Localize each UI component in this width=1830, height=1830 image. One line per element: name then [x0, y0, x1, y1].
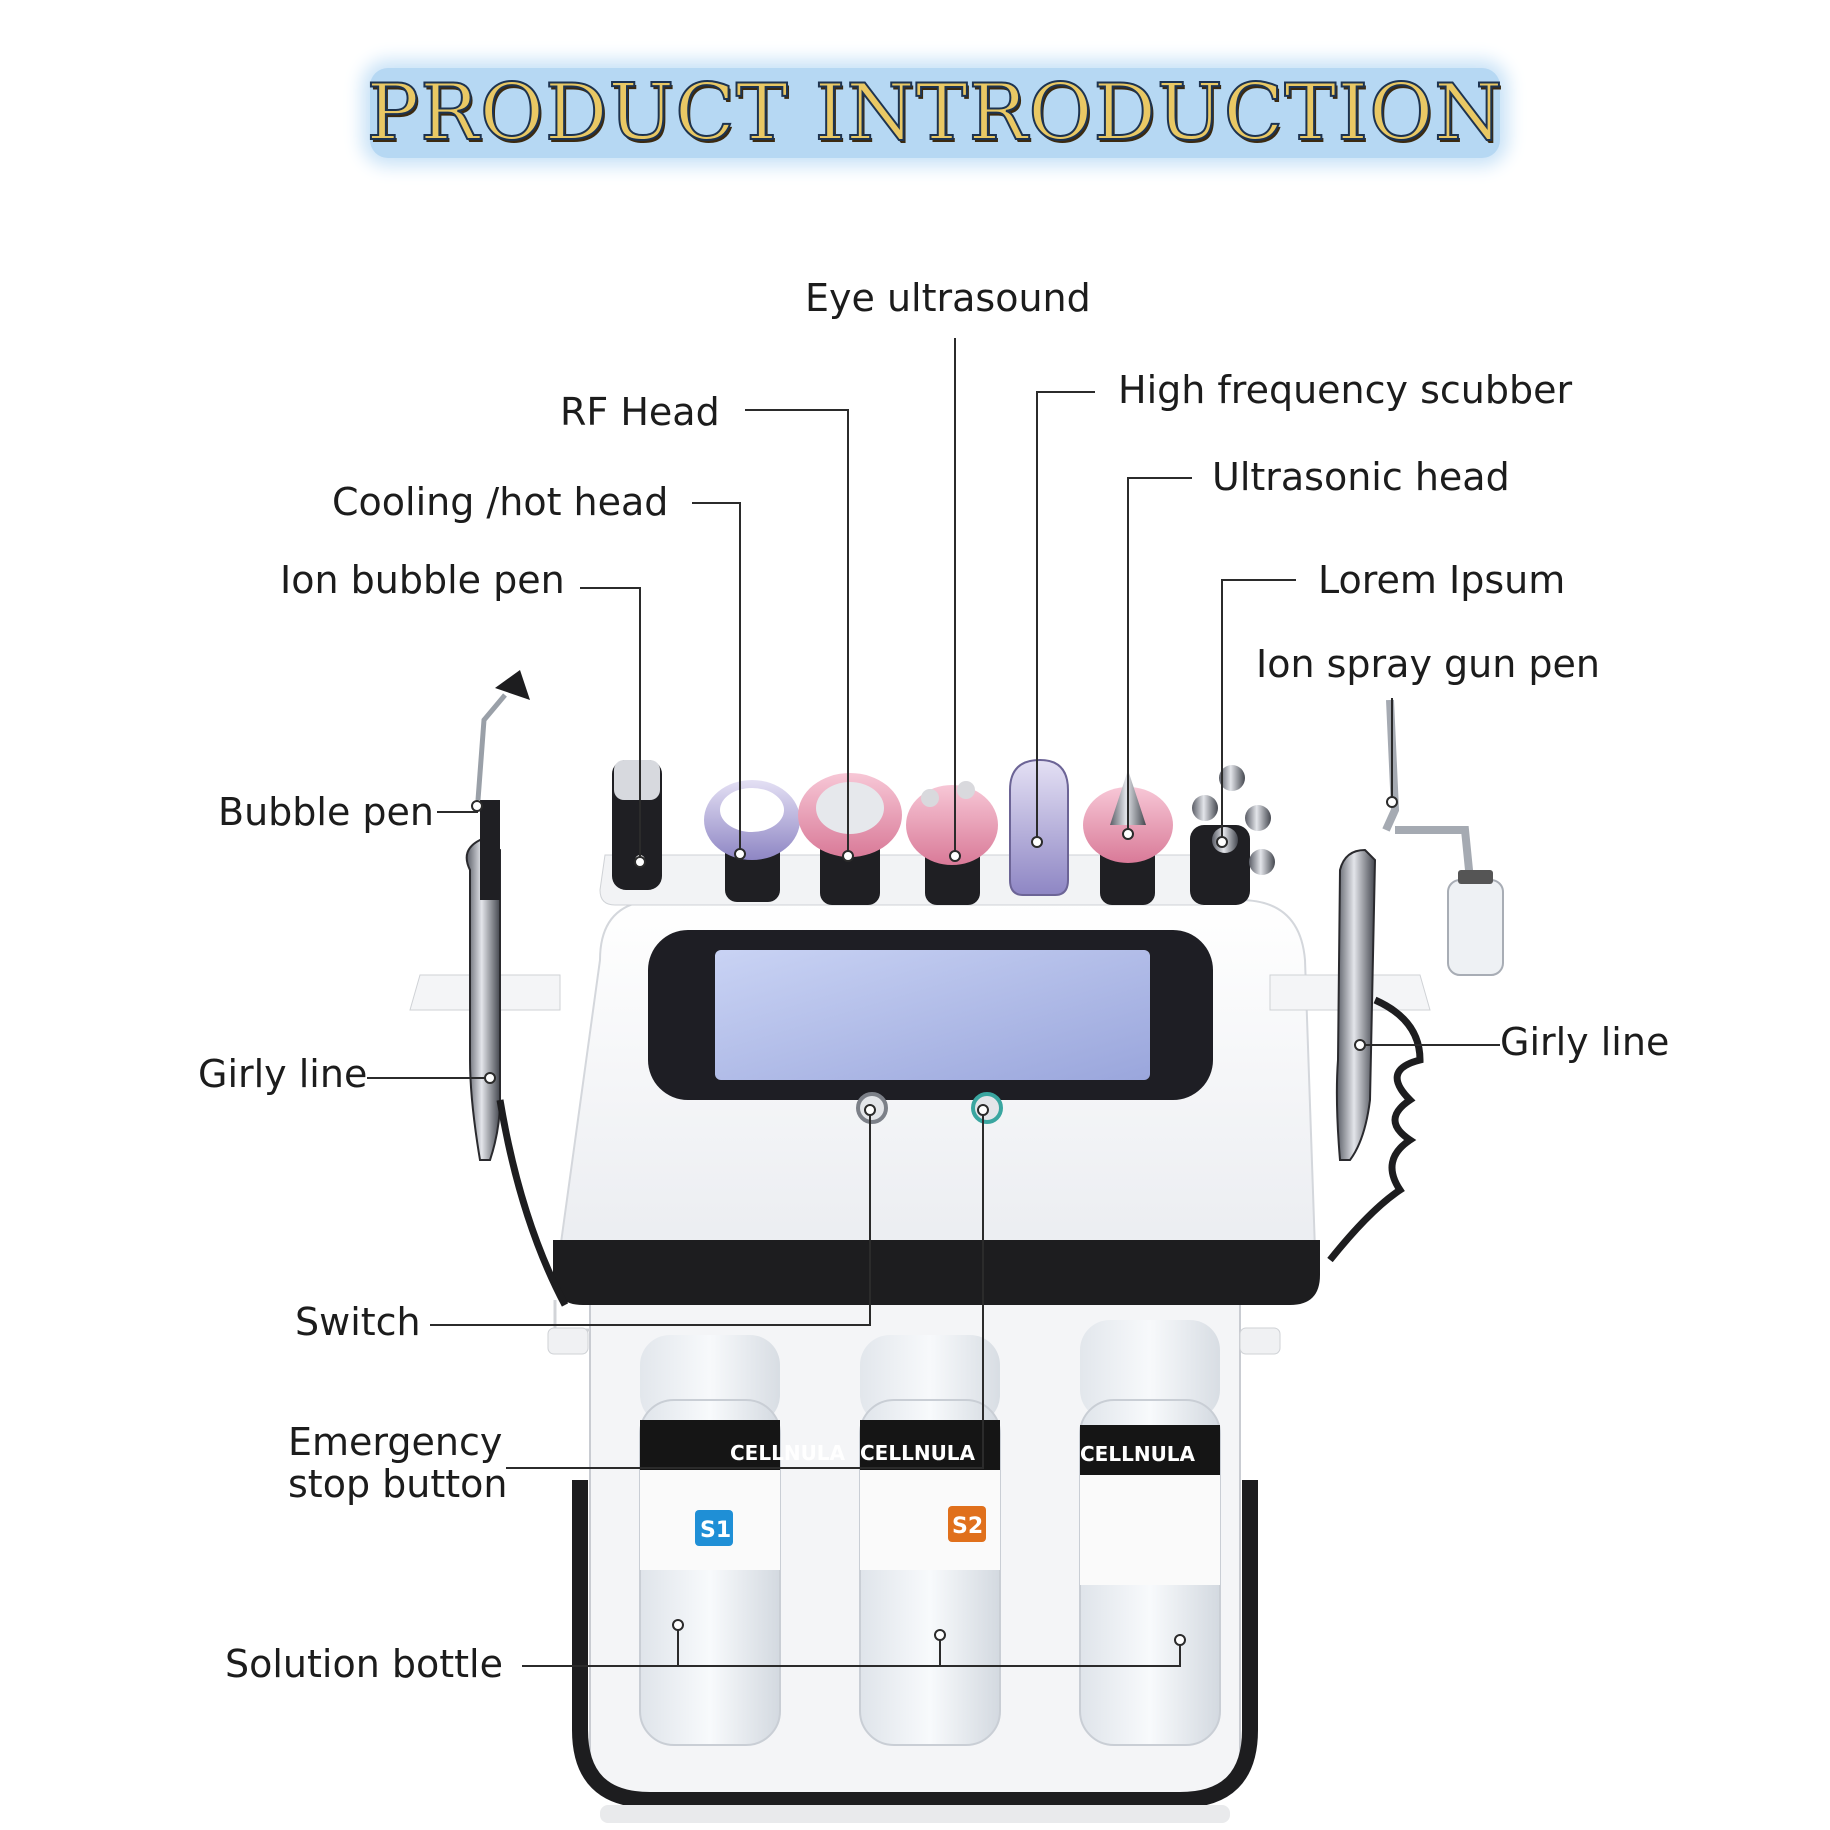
label-emergency-line2: stop button — [288, 1462, 508, 1506]
label-high-frequency-scrubber: High frequency scubber — [1118, 368, 1573, 412]
bottle-s2: CELLNULA S2 — [859, 1335, 1001, 1746]
leader-dots — [471, 796, 1398, 1646]
label-cooling-hot-head: Cooling /hot head — [332, 480, 669, 524]
label-girly-line-right: Girly line — [1500, 1020, 1670, 1064]
label-solution-bottle: Solution bottle — [225, 1642, 503, 1686]
page-title: PRODUCT INTRODUCTION — [366, 67, 1504, 159]
bottle-s2-brand: CELLNULA — [860, 1441, 976, 1465]
label-switch: Switch — [295, 1300, 421, 1344]
label-rf-head: RF Head — [560, 390, 720, 434]
bottle-s1: CELLNULA S1 — [639, 1335, 846, 1746]
label-girly-line-left: Girly line — [198, 1052, 368, 1096]
s2-badge-text: S2 — [952, 1514, 983, 1539]
label-emergency-line1: Emergency — [288, 1420, 503, 1464]
label-ion-spray-gun-pen: Ion spray gun pen — [1256, 642, 1600, 686]
bottle-s3: CELLNULA — [1079, 1320, 1221, 1746]
main-unit — [409, 899, 1431, 1305]
leader-lines — [367, 338, 1500, 1667]
label-ion-bubble-pen: Ion bubble pen — [280, 558, 565, 602]
label-eye-ultrasound: Eye ultrasound — [805, 276, 1091, 320]
s2-badge — [948, 1506, 986, 1542]
bottle-s3-brand: CELLNULA — [1080, 1442, 1196, 1466]
solution-bottles: CELLNULA S1 CELLNULA S2 CELLNULA — [639, 1320, 1221, 1746]
label-ultrasonic-head: Ultrasonic head — [1212, 455, 1510, 499]
label-lorem-ipsum: Lorem Ipsum — [1318, 558, 1566, 602]
s1-badge-text: S1 — [700, 1518, 731, 1543]
label-bubble-pen: Bubble pen — [218, 790, 434, 834]
s1-badge — [695, 1510, 733, 1546]
title-banner: PRODUCT INTRODUCTION — [366, 67, 1504, 159]
bottle-s1-brand: CELLNULA — [730, 1441, 846, 1465]
